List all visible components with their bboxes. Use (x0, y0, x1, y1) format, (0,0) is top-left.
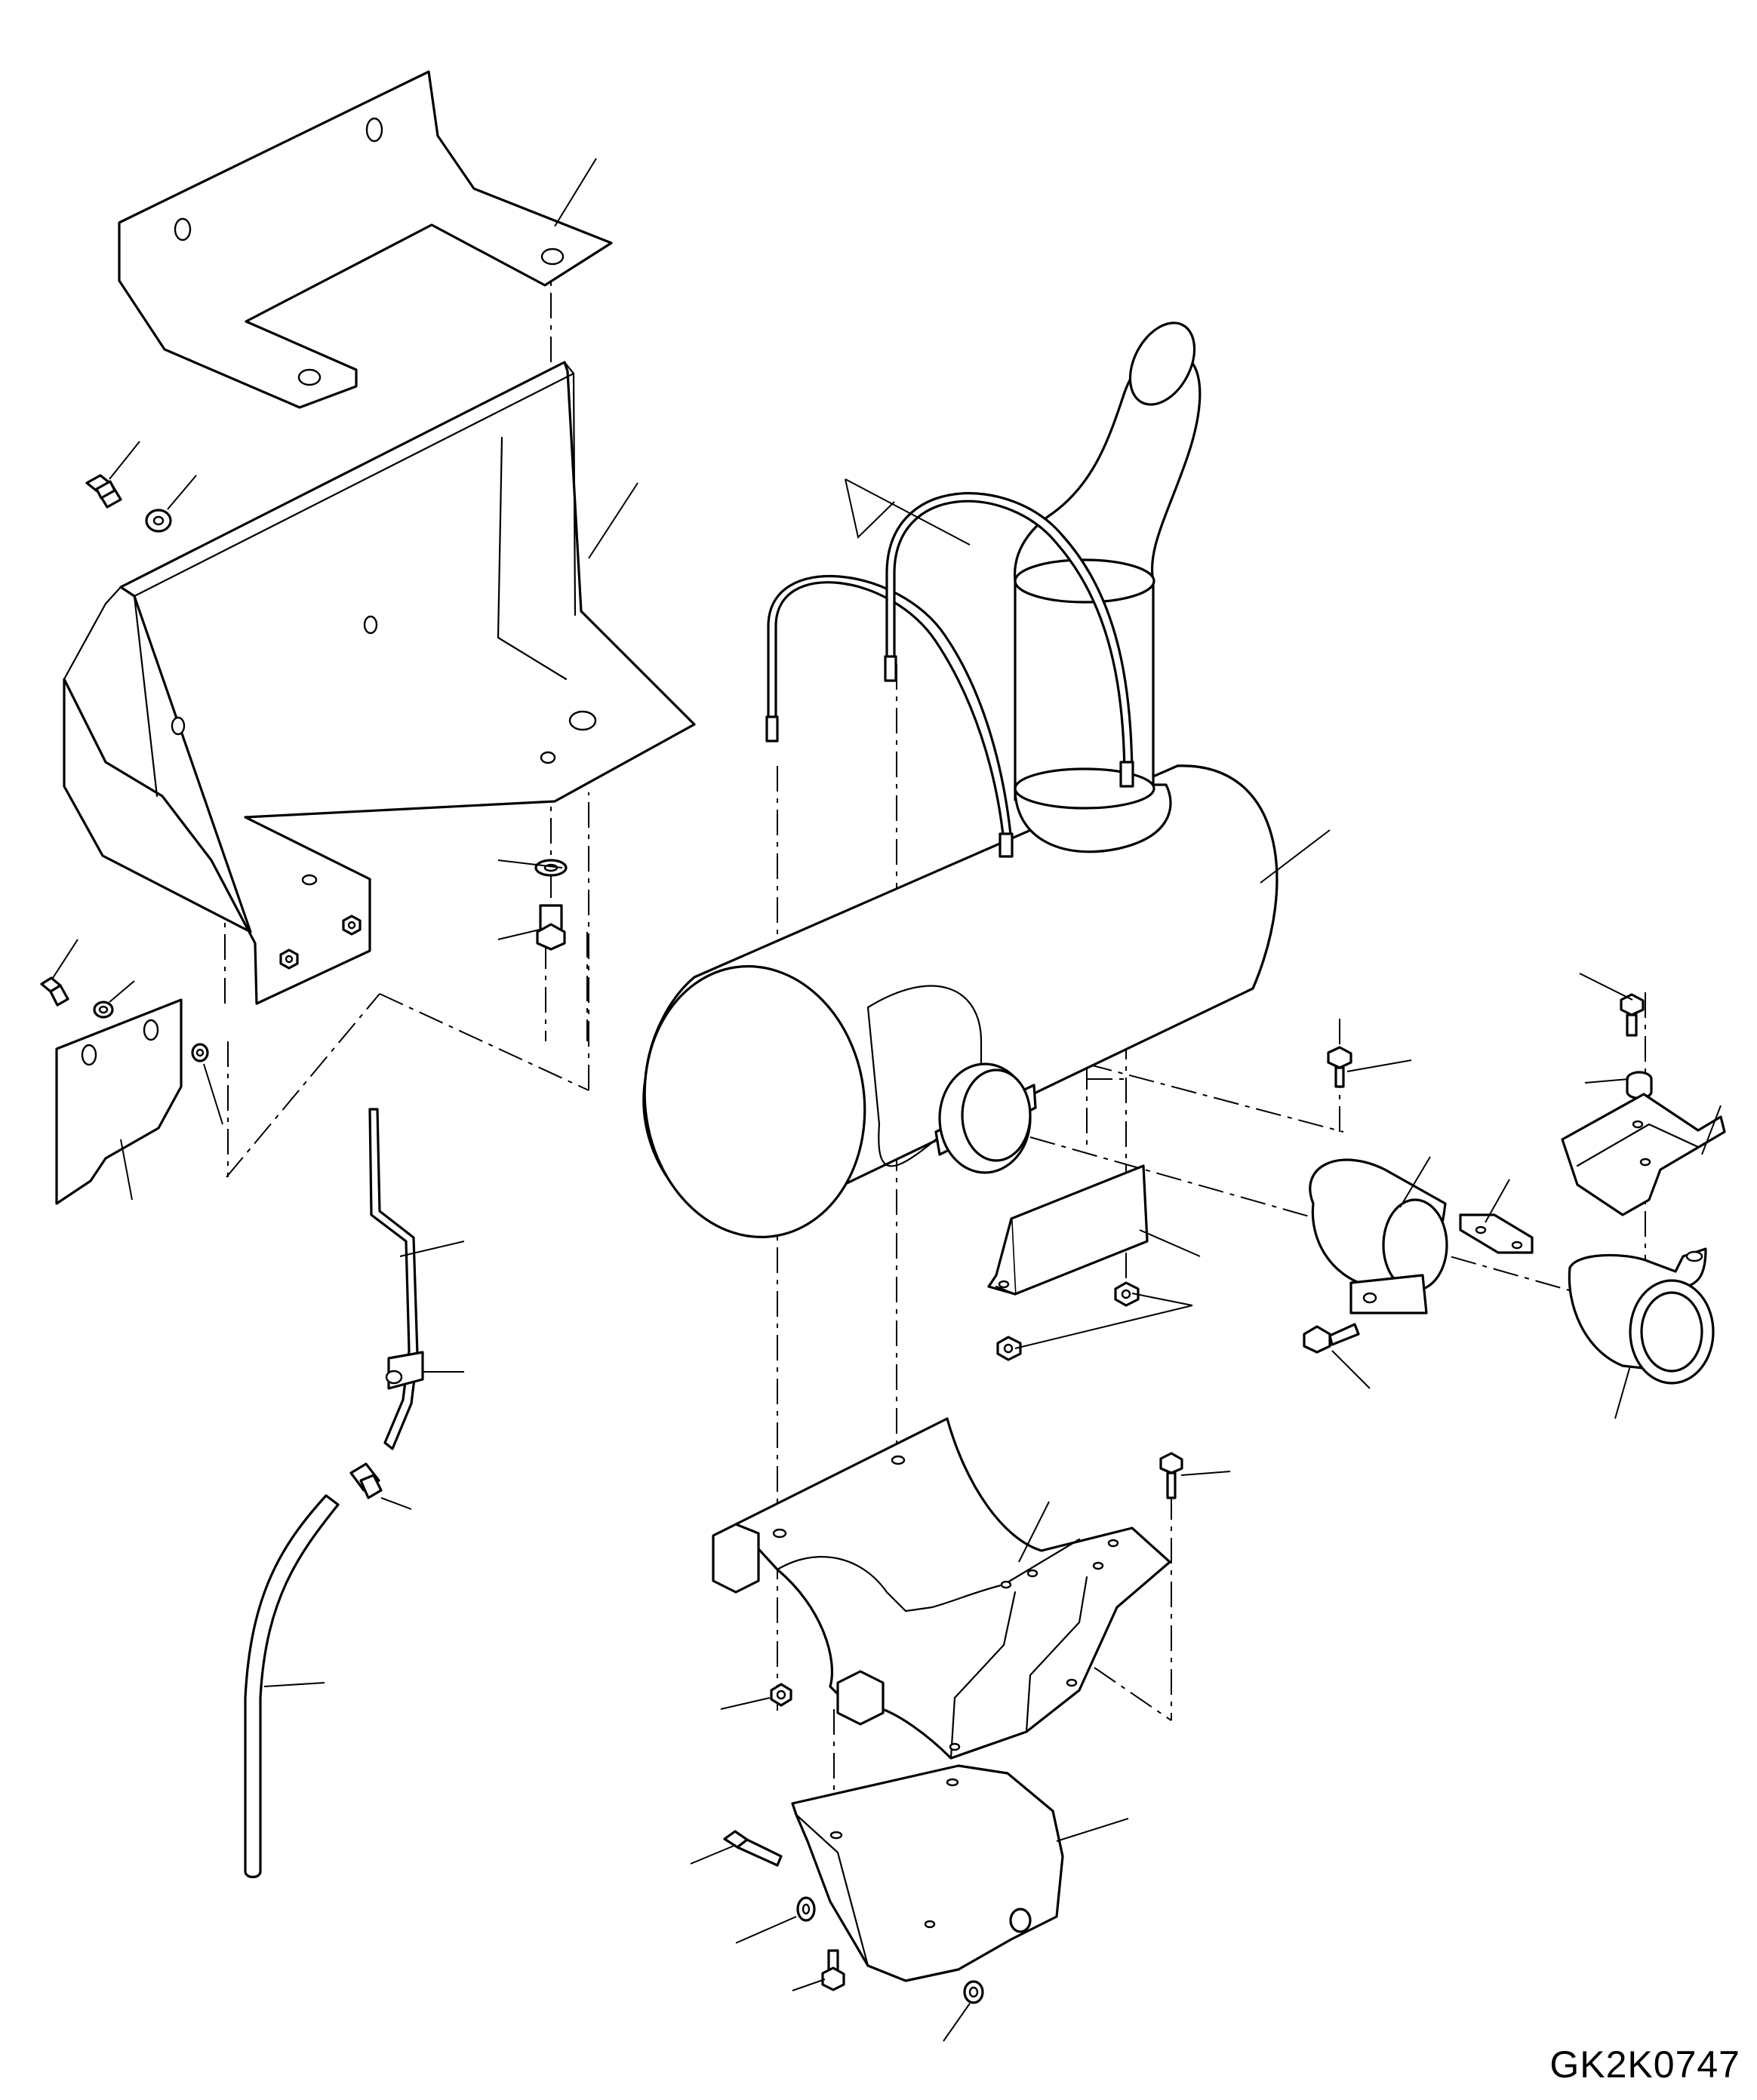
washer-icon (963, 1980, 984, 2004)
washer-icon (145, 509, 172, 533)
pipe-clamp-band (1309, 1158, 1448, 1314)
nut-icon (996, 1336, 1022, 1361)
mount-bracket-right (1561, 1093, 1726, 1216)
muffler-cradle (712, 1417, 1171, 1760)
plate-hole (297, 368, 322, 386)
bracket-plate (987, 1164, 1149, 1296)
cover-hole (540, 751, 556, 764)
hex-bolt-icon (1303, 1323, 1360, 1354)
tube-assembly (244, 1108, 424, 1879)
leader-lines (52, 158, 1722, 2042)
lower-guard-plate (791, 1764, 1064, 1982)
cover-hole (568, 710, 597, 731)
hex-bolt-icon (1620, 993, 1645, 1037)
hex-bolt-icon (1159, 1452, 1183, 1499)
u-bolt-rear (884, 492, 1134, 788)
cover-hole (301, 874, 318, 886)
plate-hole (365, 117, 383, 143)
hex-bolt-icon (1327, 1046, 1352, 1088)
hex-bolt-icon (40, 976, 69, 1007)
washer-icon (191, 1043, 209, 1062)
hex-bolt-icon (85, 474, 122, 509)
cover-hole (171, 716, 186, 736)
washer-icon (93, 1001, 114, 1019)
hex-bolt-icon (536, 904, 566, 951)
upper-cover-plate (118, 70, 613, 409)
u-bolt-leader (845, 478, 895, 539)
plate-hole (540, 248, 565, 266)
nut-icon (342, 915, 362, 936)
nut-icon (279, 949, 299, 970)
tail-pipe (1014, 321, 1202, 853)
plate-hole (174, 217, 192, 241)
drawing-code-label: GK2K0747 (1549, 2043, 1740, 2086)
collar-icon (1626, 1071, 1653, 1100)
washer-icon (796, 1896, 816, 1922)
hex-bolt-icon (821, 1949, 845, 1991)
spacer-block (1459, 1213, 1534, 1254)
cover-hole (363, 615, 378, 635)
u-bolt-front (765, 574, 1014, 858)
main-shield-cover (63, 361, 696, 1005)
nut-icon (770, 1683, 792, 1707)
exhaust-extension-pipe (1568, 1247, 1715, 1385)
nut-icon (1114, 1281, 1140, 1307)
side-plate (55, 998, 183, 1205)
muffler (642, 764, 1279, 1238)
hex-bolt-icon (723, 1830, 783, 1867)
